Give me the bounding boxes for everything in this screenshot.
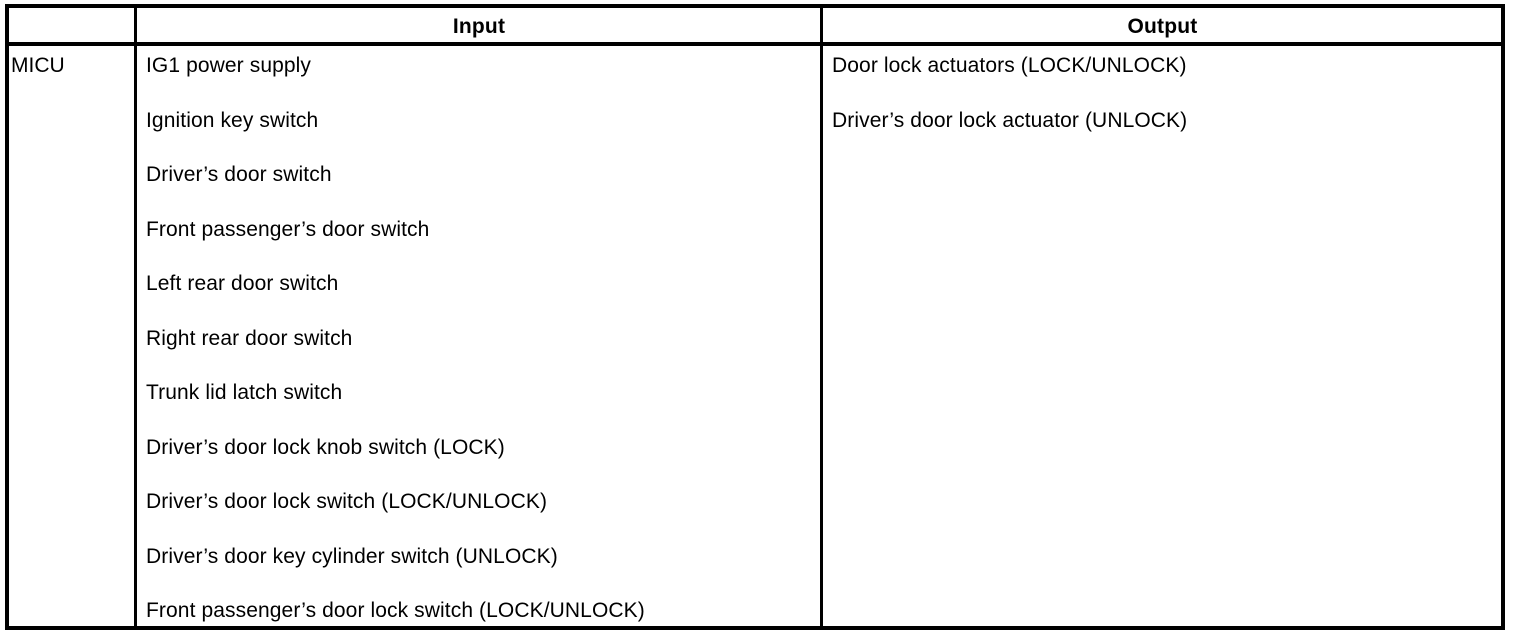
list-item: Driver’s door lock switch (LOCK/UNLOCK) [146,490,548,513]
list-item: Driver’s door lock actuator (UNLOCK) [832,108,1188,132]
list-item: Front passenger’s door switch [146,217,430,241]
column-divider-unit-input [134,8,137,626]
column-header-unit [9,8,134,46]
column-header-output: Output [1127,15,1198,38]
input-column-cell: IG1 power supply Ignition key switch Dri… [137,46,820,626]
list-item: Front passenger’s door lock switch (LOCK… [146,599,645,622]
input-entry-list: IG1 power supply Ignition key switch Dri… [146,51,820,626]
table-row: MICU [9,46,134,626]
column-divider-input-output [820,8,823,626]
list-item: Driver’s door key cylinder switch (UNLOC… [146,544,558,568]
list-item: Ignition key switch [146,108,319,132]
list-item: Trunk lid latch switch [146,381,343,404]
list-item: Door lock actuators (LOCK/UNLOCK) [832,54,1187,77]
table-body: MICU IG1 power supply Ignition key switc… [9,46,1501,626]
list-item: IG1 power supply [146,54,312,77]
output-entry-list: Door lock actuators (LOCK/UNLOCK) Driver… [832,51,1501,160]
input-output-table: Input Output MICU IG1 power supply Ignit… [5,4,1505,630]
table-header-row: Input Output [9,8,1501,46]
list-item: Left rear door switch [146,272,339,295]
list-item: Driver’s door switch [146,163,332,186]
list-item: Driver’s door lock knob switch (LOCK) [146,435,505,459]
unit-label-micu: MICU [11,54,65,77]
list-item: Right rear door switch [146,326,353,350]
column-header-input: Input [452,15,506,38]
output-column-cell: Door lock actuators (LOCK/UNLOCK) Driver… [823,46,1501,626]
